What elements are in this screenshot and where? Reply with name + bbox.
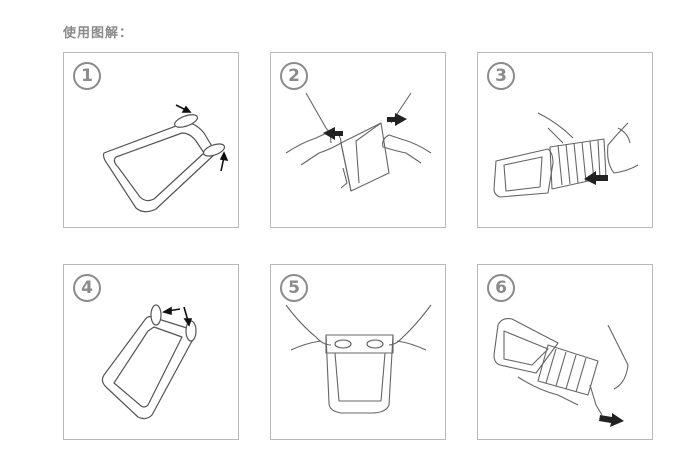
- step-panel-5: 5: [270, 264, 446, 440]
- step-number: 4: [73, 274, 101, 302]
- step-number: 2: [280, 62, 308, 90]
- bag-open-clips-icon: [102, 104, 229, 213]
- hands-open-bag-icon: [285, 92, 432, 192]
- hands-hold-bag-icon: [285, 304, 432, 414]
- bag-close-clips-icon: [101, 304, 197, 420]
- hands-pull-strap-icon: [493, 318, 629, 427]
- step-panel-3: 3: [477, 52, 653, 228]
- step-number: 1: [73, 62, 101, 90]
- step-panel-6: 6: [477, 264, 653, 440]
- page-title: 使用图解：: [63, 26, 134, 41]
- step-panel-2: 2: [270, 52, 446, 228]
- step-number: 3: [487, 62, 515, 90]
- step-number: 5: [280, 274, 308, 302]
- step-panel-4: 4: [63, 264, 239, 440]
- step-panel-1: 1: [63, 52, 239, 228]
- step-number: 6: [487, 274, 515, 302]
- hands-roll-bag-icon: [493, 112, 639, 198]
